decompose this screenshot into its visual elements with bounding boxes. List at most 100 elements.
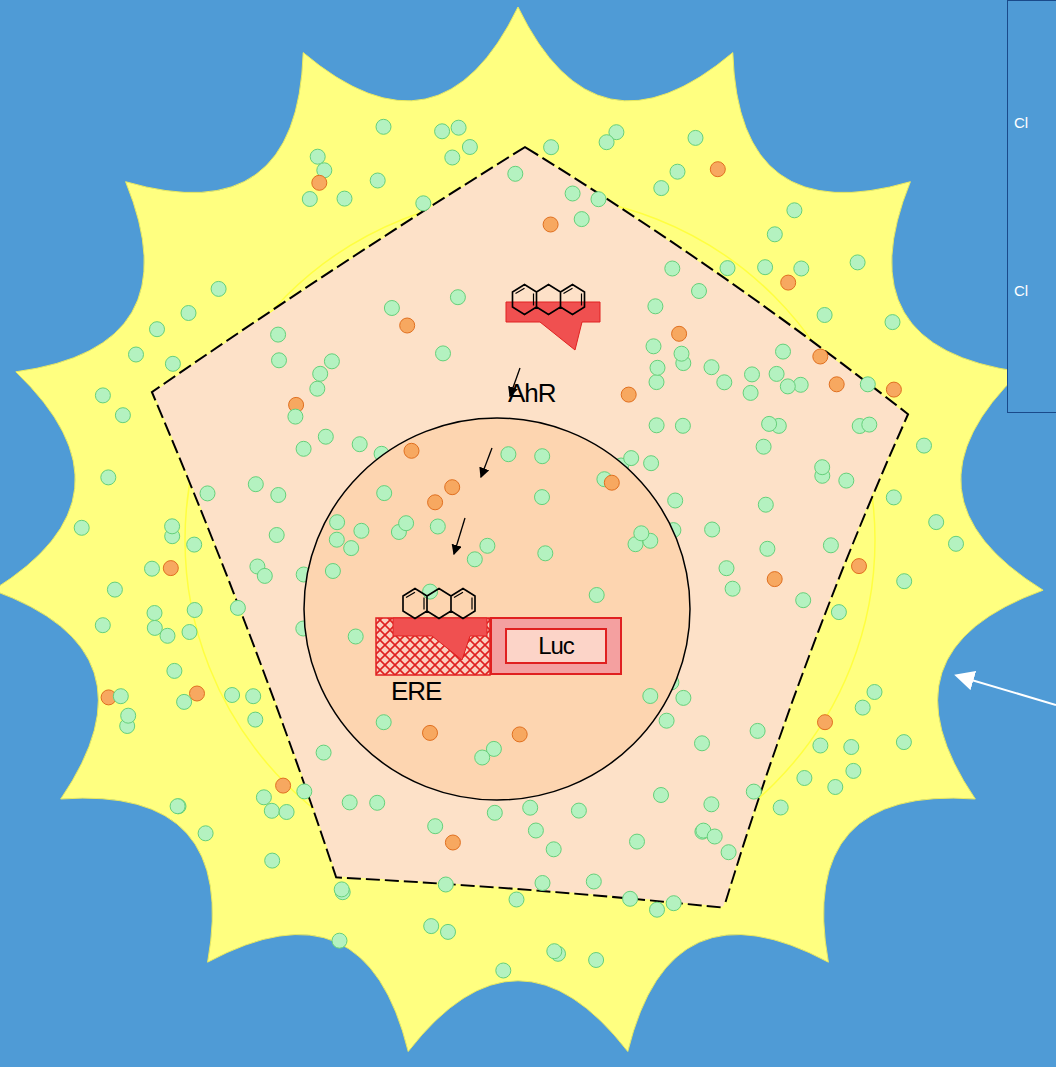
green-particle	[354, 523, 369, 538]
green-particle	[695, 736, 710, 751]
orange-particle	[781, 275, 796, 290]
membrane-inner	[155, 150, 905, 905]
orange-particle	[163, 561, 178, 576]
green-particle	[648, 299, 663, 314]
green-particle	[665, 261, 680, 276]
green-particle	[438, 877, 453, 892]
green-particle	[707, 829, 722, 844]
atom-label: Cl	[1014, 114, 1028, 131]
green-particle	[508, 166, 523, 181]
green-particle	[344, 541, 359, 556]
green-particle	[187, 603, 202, 618]
green-particle	[269, 528, 284, 543]
green-particle	[644, 456, 659, 471]
green-particle	[487, 805, 502, 820]
green-particle	[523, 800, 538, 815]
green-particle	[376, 715, 391, 730]
green-particle	[150, 322, 165, 337]
green-particle	[813, 738, 828, 753]
green-particle	[310, 381, 325, 396]
ahr-receptor	[506, 302, 600, 350]
green-particle	[860, 377, 875, 392]
green-particle	[535, 449, 550, 464]
luc-gene: Luc	[490, 617, 622, 675]
green-particle	[248, 712, 263, 727]
green-particle	[167, 663, 182, 678]
green-particle	[501, 447, 516, 462]
green-particle	[546, 842, 561, 857]
green-particle	[721, 845, 736, 860]
green-particle	[310, 149, 325, 164]
orange-particle	[543, 217, 558, 232]
green-particle	[370, 795, 385, 810]
green-particle	[886, 490, 901, 505]
green-particle	[101, 470, 116, 485]
orange-particle	[621, 387, 636, 402]
green-particle	[296, 441, 311, 456]
orange-particle	[312, 175, 327, 190]
green-particle	[187, 537, 202, 552]
green-particle	[121, 708, 136, 723]
green-particle	[589, 953, 604, 968]
element-label: ERE	[391, 676, 441, 707]
green-particle	[897, 574, 912, 589]
orange-particle	[813, 349, 828, 364]
green-particle	[630, 834, 645, 849]
dioxin-bound	[403, 589, 475, 619]
green-particle	[318, 429, 333, 444]
green-particle	[462, 140, 477, 155]
orange-particle	[423, 725, 438, 740]
orange-particle	[428, 495, 443, 510]
green-particle	[929, 515, 944, 530]
green-particle	[329, 532, 344, 547]
green-particle	[271, 488, 286, 503]
green-particle	[867, 685, 882, 700]
green-particle	[171, 799, 186, 814]
green-particle	[113, 689, 128, 704]
green-particle	[670, 164, 685, 179]
green-particle	[862, 417, 877, 432]
luc-inner-box: Luc	[505, 628, 607, 664]
green-particle	[509, 892, 524, 907]
green-particle	[773, 800, 788, 815]
green-particle	[547, 944, 562, 959]
nucleus	[304, 418, 690, 800]
orange-particle	[710, 162, 725, 177]
dioxin-molecule	[513, 285, 585, 315]
green-particle	[74, 520, 89, 535]
green-particle	[762, 416, 777, 431]
green-particle	[145, 561, 160, 576]
green-particle	[750, 723, 765, 738]
orange-particle	[672, 326, 687, 341]
gene-label: Luc	[538, 632, 574, 660]
green-particle	[535, 490, 550, 505]
green-particle	[650, 902, 665, 917]
green-particle	[565, 186, 580, 201]
green-particle	[170, 799, 185, 814]
green-particle	[302, 192, 317, 207]
green-particle	[776, 344, 791, 359]
green-particle	[692, 284, 707, 299]
green-particle	[165, 519, 180, 534]
green-particle	[337, 191, 352, 206]
green-particle	[758, 260, 773, 275]
green-particle	[815, 460, 830, 475]
green-particle	[115, 408, 130, 423]
green-particle	[850, 255, 865, 270]
green-particle	[745, 367, 760, 382]
green-particle	[330, 515, 345, 530]
green-particle	[399, 516, 414, 531]
green-particle	[352, 437, 367, 452]
green-particle	[574, 212, 589, 227]
orange-particle	[445, 480, 460, 495]
green-particle	[634, 526, 649, 541]
green-particle	[496, 963, 511, 978]
green-particle	[147, 606, 162, 621]
orange-particle	[404, 443, 419, 458]
green-particle	[535, 876, 550, 891]
green-particle	[896, 735, 911, 750]
green-particle	[654, 788, 669, 803]
orange-particle	[400, 318, 415, 333]
green-particle	[384, 301, 399, 316]
